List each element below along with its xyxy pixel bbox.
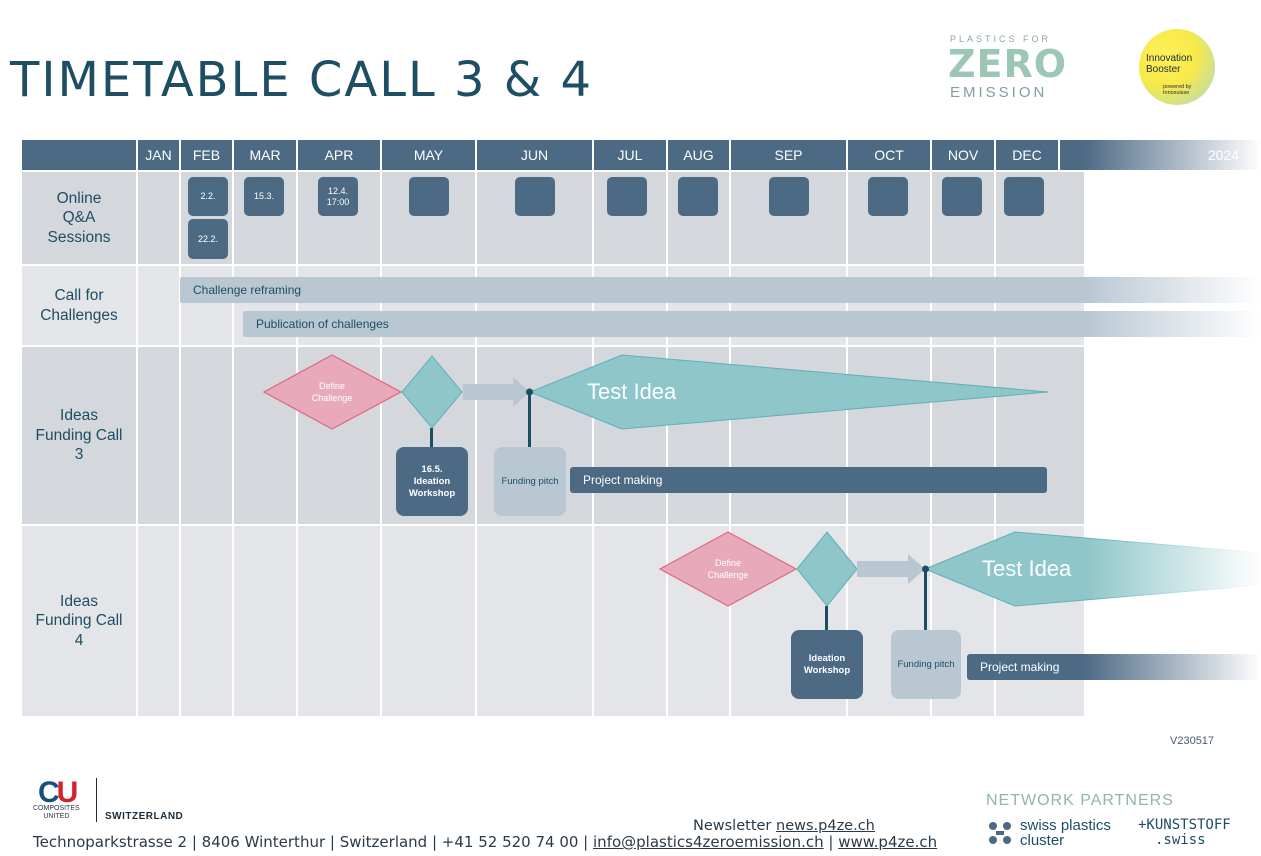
call4-node — [922, 565, 929, 573]
call4-funding-pitch: Funding pitch — [891, 630, 961, 699]
qa-session-jun — [515, 177, 555, 216]
call4-decision-diamond — [796, 531, 858, 607]
next-year-fade — [1084, 140, 1261, 720]
call4-test-label: Test Idea — [982, 556, 1072, 581]
month-header-aug: AUG — [668, 140, 729, 170]
call3-test-triangle — [528, 354, 1049, 430]
qa-session-feb-1: 2.2. — [188, 177, 228, 216]
call4-line-workshop — [825, 606, 828, 631]
footer-address: Technoparkstrasse 2 | 8406 Winterthur | … — [33, 833, 938, 851]
composites-united-logo: CU — [38, 776, 78, 809]
call3-line-workshop — [430, 428, 433, 448]
logo-divider — [96, 778, 97, 822]
qa-session-mar: 15.3. — [244, 177, 284, 216]
call4-define-diamond — [658, 531, 798, 607]
month-header-mar: MAR — [234, 140, 296, 170]
call3-ideation-workshop: 16.5. Ideation Workshop — [396, 447, 468, 516]
website-link[interactable]: www.p4ze.ch — [838, 833, 938, 851]
call3-test-label: Test Idea — [587, 379, 677, 404]
swiss-plastics-cluster-icon — [989, 822, 1011, 844]
grid-line — [475, 170, 477, 716]
call3-project-making-bar: Project making — [570, 467, 1047, 493]
kunststoff-swiss-logo: +KUNSTSTOFF.swiss — [1138, 817, 1231, 848]
month-header-oct: OCT — [848, 140, 930, 170]
challenge-reframing-bar: Challenge reframing — [180, 277, 1261, 303]
call3-decision-diamond — [401, 355, 463, 429]
qa-session-aug — [678, 177, 718, 216]
p4ze-logo-top: PLASTICS FOR — [950, 34, 1052, 44]
call4-define-label: Define Challenge — [707, 558, 749, 580]
call3-funding-pitch: Funding pitch — [494, 447, 566, 516]
innovation-booster-logo — [1139, 29, 1215, 105]
month-header-jun: JUN — [477, 140, 592, 170]
month-header-jan: JAN — [138, 140, 179, 170]
call3-define-label: Define Challenge — [311, 381, 353, 403]
call4-ideation-workshop: Ideation Workshop — [791, 630, 863, 699]
switzerland-label: SWITZERLAND — [105, 811, 184, 822]
p4ze-logo-emission: EMISSION — [950, 84, 1048, 101]
email-link[interactable]: info@plastics4zeroemission.ch — [593, 833, 824, 851]
grid-line — [296, 170, 298, 716]
network-partners-heading: NETWORK PARTNERS — [986, 792, 1174, 809]
qa-session-sep — [769, 177, 809, 216]
qa-session-feb-2: 22.2. — [188, 219, 228, 259]
qa-session-nov — [942, 177, 982, 216]
header-corner — [22, 140, 136, 170]
month-header-jul: JUL — [594, 140, 666, 170]
grid-line — [930, 170, 932, 716]
month-header-nov: NOV — [932, 140, 994, 170]
grid-line — [846, 170, 848, 716]
month-header-dec: DEC — [996, 140, 1058, 170]
grid-line — [136, 170, 138, 716]
grid-line — [380, 170, 382, 716]
grid-line — [179, 170, 181, 716]
call3-node — [526, 388, 533, 396]
qa-session-apr: 12.4. 17:00 — [318, 177, 358, 216]
call3-arrow — [463, 377, 530, 407]
page-title: TIMETABLE CALL 3 & 4 — [10, 52, 594, 108]
grid-line — [592, 170, 594, 716]
month-header-apr: APR — [298, 140, 380, 170]
newsletter: Newsletter news.p4ze.ch — [693, 818, 875, 834]
grid-line — [666, 170, 668, 716]
qa-session-oct — [868, 177, 908, 216]
call4-line-pitch — [924, 569, 927, 631]
grid-line — [729, 170, 731, 716]
grid-line — [994, 170, 996, 716]
call3-line-pitch — [528, 392, 531, 448]
version-label: V230517 — [1170, 735, 1215, 747]
newsletter-link[interactable]: news.p4ze.ch — [776, 818, 875, 834]
month-header-feb: FEB — [181, 140, 232, 170]
qa-session-may — [409, 177, 449, 216]
grid-line — [232, 170, 234, 716]
call4-arrow — [857, 554, 925, 584]
month-header-sep: SEP — [731, 140, 846, 170]
qa-session-jul — [607, 177, 647, 216]
month-header-may: MAY — [382, 140, 475, 170]
p4ze-logo-zero: ZERO — [948, 42, 1068, 86]
call3-define-diamond — [262, 354, 403, 430]
qa-session-dec — [1004, 177, 1044, 216]
